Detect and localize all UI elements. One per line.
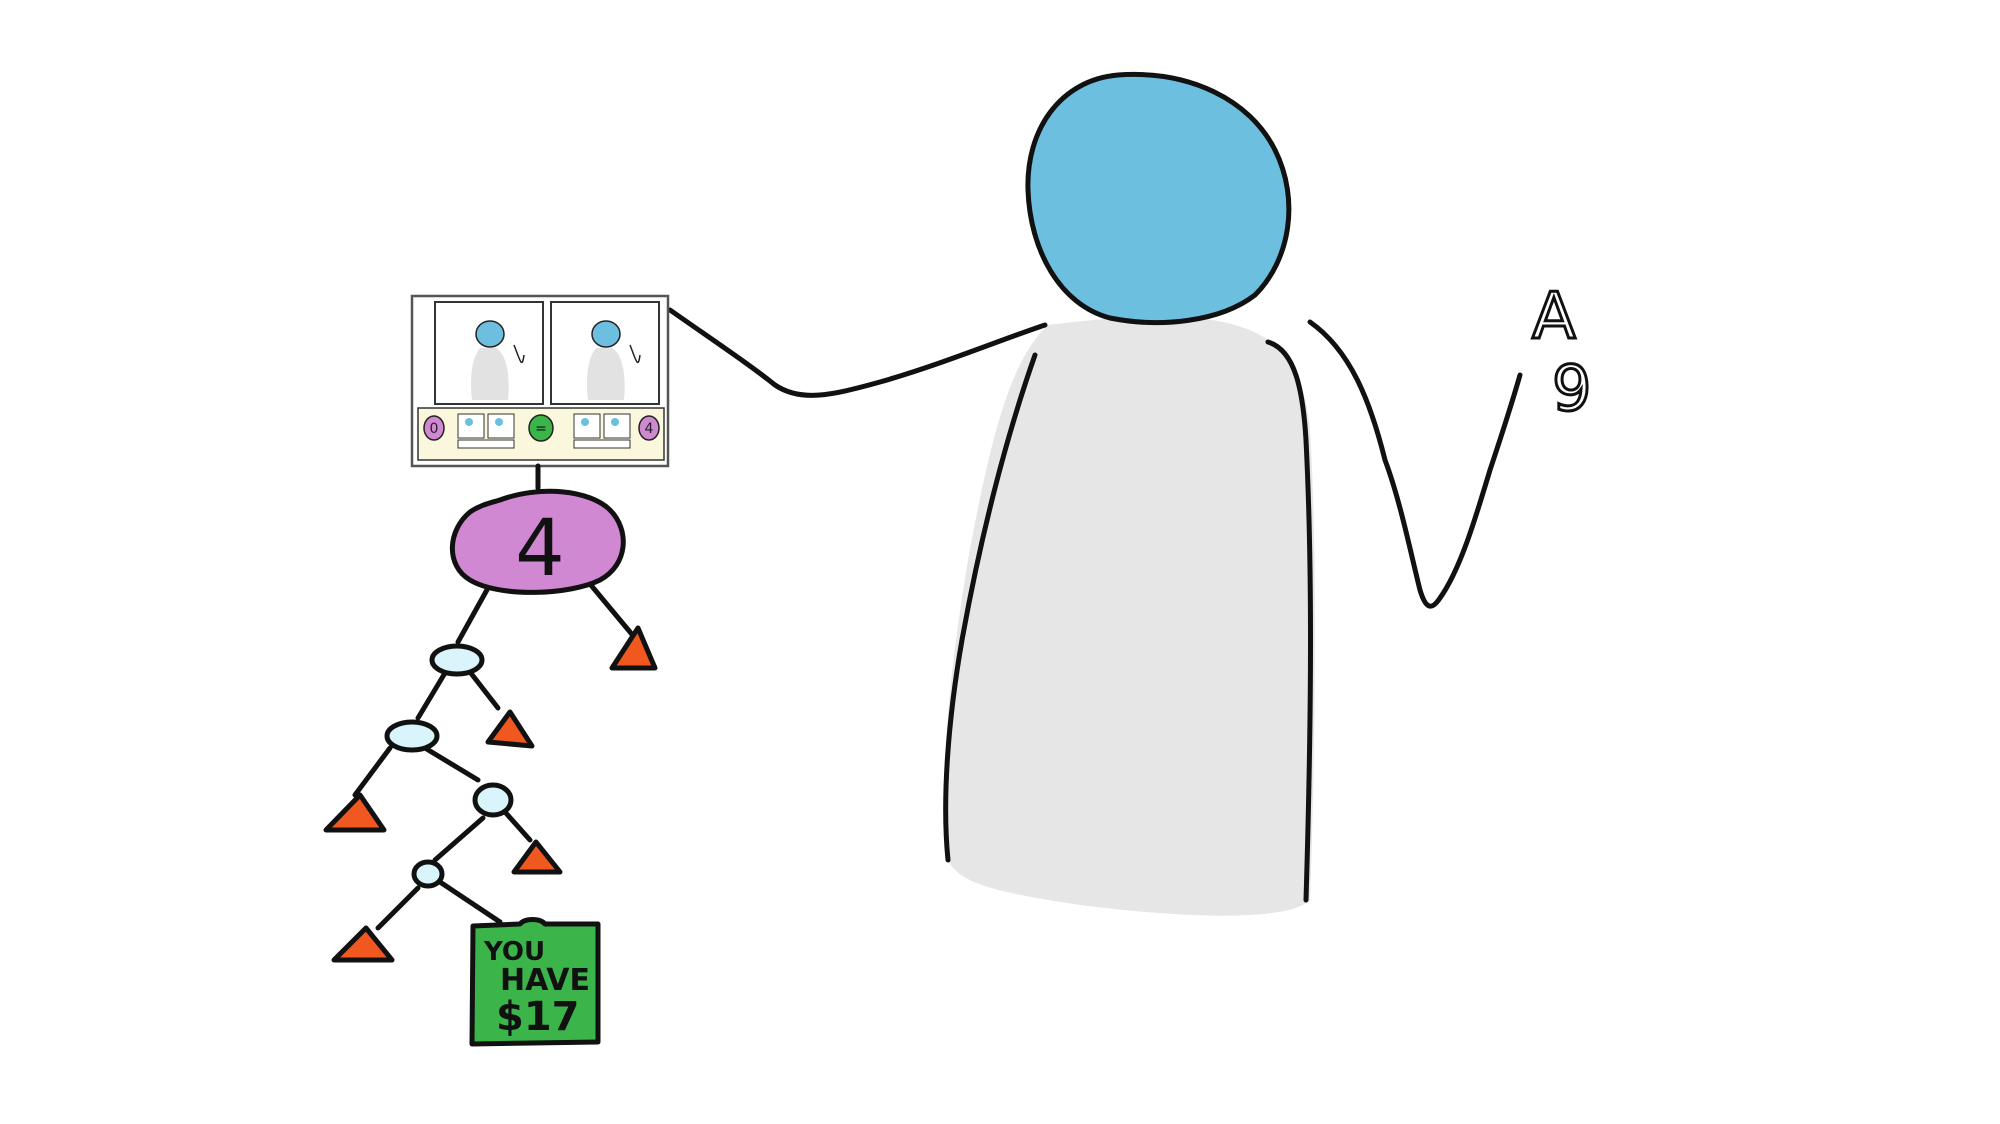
connector-n2-left <box>352 745 393 798</box>
screen-mini-thumb-4 <box>603 413 631 439</box>
screen-left-badge <box>423 415 445 441</box>
leaf-n2-left <box>323 792 387 833</box>
hand-glyph-lower: 9 <box>1552 352 1591 425</box>
screen-panel-right-person-head <box>591 320 621 348</box>
screen-mini-head-3 <box>581 418 589 426</box>
screen-mini-thumb-3 <box>573 413 601 439</box>
connector-n1-left <box>415 670 448 721</box>
screen-left-badge-label: 0 <box>430 421 439 437</box>
money-box-line1: YOU <box>483 937 545 967</box>
person-right-arm <box>1307 319 1523 609</box>
screen-panel-left-person-body <box>470 348 509 400</box>
screen-mini-thumb-2 <box>487 413 515 439</box>
tree-node-1 <box>429 643 485 677</box>
screen-panel-left-person-head <box>475 320 505 348</box>
screen-panel-left-arm <box>513 344 525 364</box>
connector-root-right <box>587 581 638 641</box>
held-screen: 0 = 4 <box>410 294 670 468</box>
person-body <box>943 316 1315 916</box>
person-left-arm <box>667 307 1048 398</box>
screen-right-badge-label: 4 <box>645 421 654 437</box>
tree-node-2 <box>384 719 440 753</box>
leaf-n3-right <box>511 839 563 875</box>
tree-root-value: 4 <box>515 504 565 594</box>
screen-right-badge <box>638 415 660 441</box>
connector-n1-right <box>467 669 501 711</box>
hand-glyphs: A 9 <box>1531 279 1593 427</box>
tree-leaves <box>323 625 658 963</box>
tree-connectors <box>352 463 638 931</box>
screen-panel-right-person-body <box>586 348 625 400</box>
money-box-line3: $17 <box>496 994 580 1040</box>
money-box-shape <box>469 917 601 1047</box>
screen-mini-head-1 <box>465 418 473 426</box>
connector-n4-left <box>375 885 421 931</box>
money-box: YOU HAVE $17 <box>469 917 601 1047</box>
connector-root-left <box>455 585 491 645</box>
connector-n2-right <box>422 745 481 783</box>
leaf-root-right <box>609 625 658 671</box>
person-body-left-outline <box>943 352 1038 863</box>
decision-tree: 4 YOU HAVE $17 <box>323 463 658 1047</box>
screen-middle-badge-label: = <box>535 421 547 437</box>
connector-n3-right <box>502 809 533 843</box>
tree-root-node <box>449 488 626 595</box>
hand-glyph-upper: A <box>1532 280 1576 354</box>
person-body-right-outline <box>1265 339 1313 903</box>
money-box-line2: HAVE <box>500 963 590 998</box>
person-figure <box>667 71 1523 916</box>
screen-mini-thumb-1 <box>457 413 485 439</box>
tree-node-4 <box>411 859 445 889</box>
screen-middle-badge <box>528 414 554 442</box>
screen-panel-right-arm <box>629 344 641 364</box>
connector-n3-left <box>432 815 486 863</box>
leaf-n4-left <box>331 925 395 963</box>
screen-mini-strip-2 <box>573 439 631 449</box>
screen-mini-head-2 <box>495 418 503 426</box>
screen-mini-strip-1 <box>457 439 515 449</box>
leaf-n1-right <box>485 709 535 749</box>
person-head <box>1025 71 1292 326</box>
tree-node-3 <box>472 782 514 818</box>
screen-mini-head-4 <box>611 418 619 426</box>
connector-n4-right <box>437 879 503 925</box>
